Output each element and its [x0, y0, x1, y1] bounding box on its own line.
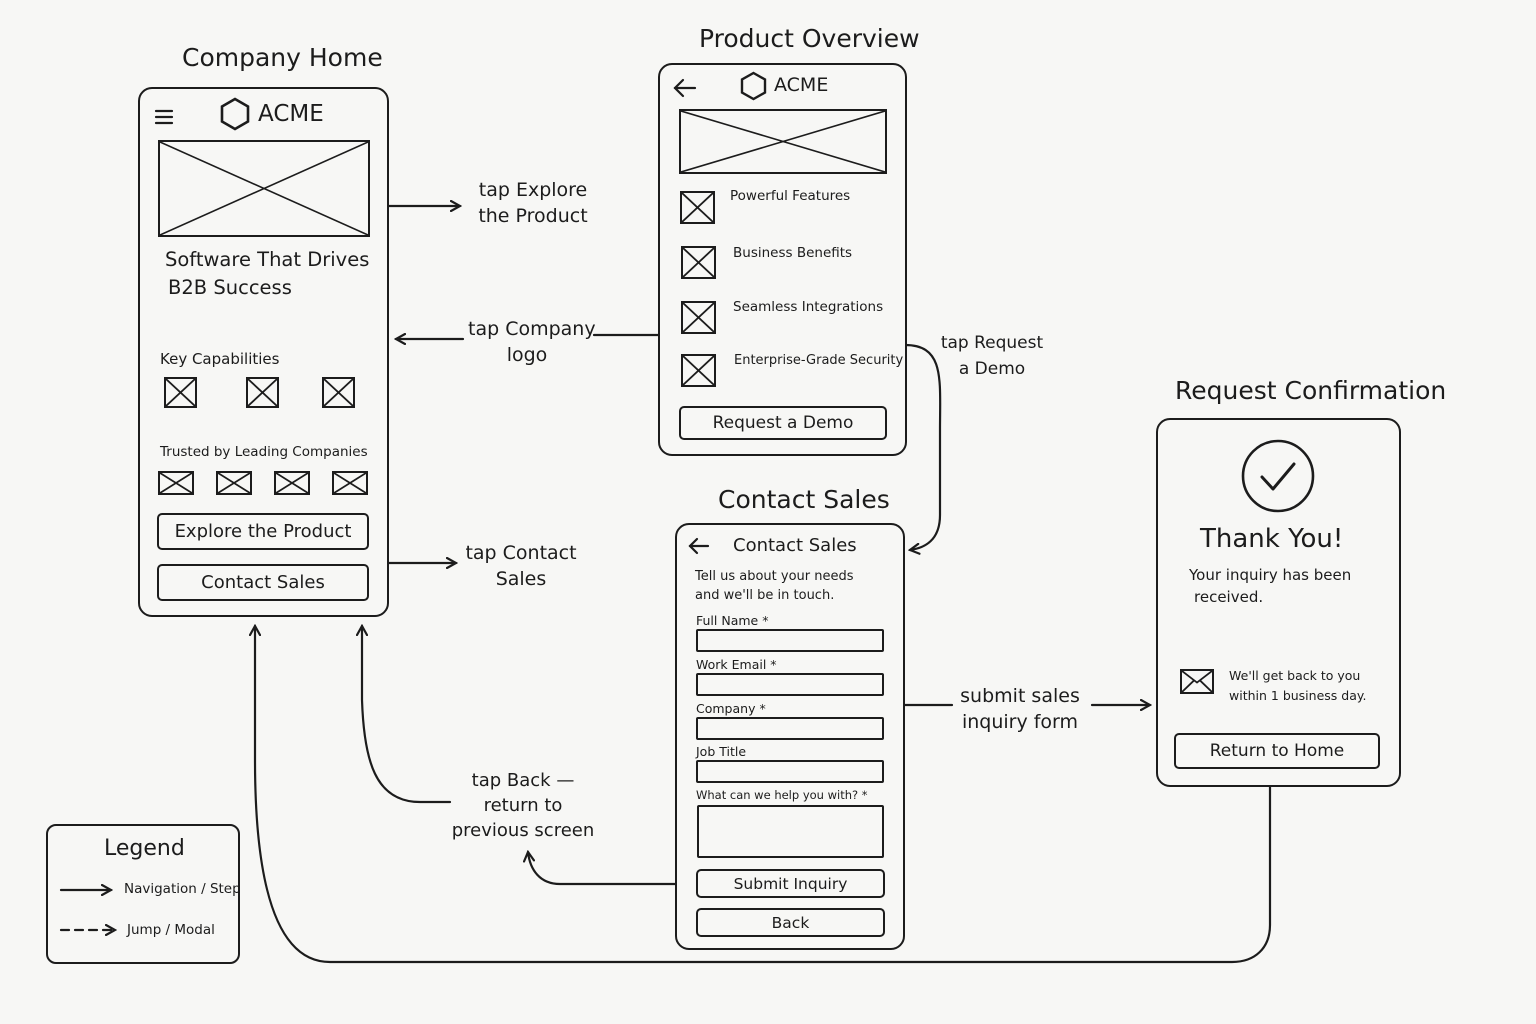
feature-item: Enterprise-Grade Security	[734, 353, 904, 368]
client-logo-placeholder	[158, 471, 194, 495]
full-name-label: Full Name *	[696, 613, 769, 628]
job-title-label: Job Title	[696, 744, 747, 759]
headline-line2: B2B Success	[168, 276, 292, 299]
contact-screen: Contact Sales Tell us about your needs a…	[675, 523, 905, 950]
hexagon-logo-icon[interactable]	[740, 71, 767, 101]
confirmation-message-line2: received.	[1194, 588, 1264, 606]
annotation-explore: tap Explore the Product	[478, 179, 588, 227]
work-email-label: Work Email *	[696, 657, 777, 672]
annotation-request-demo: tap Request a Demo	[940, 333, 1044, 379]
line-back-from-form	[528, 852, 678, 886]
work-email-input[interactable]	[696, 673, 884, 696]
explore-product-button[interactable]: Explore the Product	[157, 513, 369, 550]
followup-line2: within 1 business day.	[1229, 688, 1367, 703]
confirmation-message-line1: Your inquiry has been	[1189, 566, 1352, 584]
confirmation-screen: Thank You! Your inquiry has been receive…	[1156, 418, 1401, 787]
company-label: Company *	[696, 701, 766, 716]
brand-name[interactable]: ACME	[774, 74, 829, 96]
home-screen: ACME Software That Drives B2B Success Ke…	[138, 87, 389, 617]
job-title-input[interactable]	[696, 760, 884, 783]
followup-line1: We'll get back to you	[1229, 668, 1361, 683]
client-logo-placeholder	[332, 471, 368, 495]
screen-title-home: Company Home	[182, 43, 383, 72]
contact-header: Contact Sales	[733, 535, 857, 556]
back-arrow-icon[interactable]	[672, 77, 698, 99]
capability-icon-placeholder	[164, 377, 197, 408]
request-demo-button[interactable]: Request a Demo	[679, 406, 887, 440]
message-label: What can we help you with? *	[696, 788, 868, 802]
arrow-return-home	[255, 626, 1272, 964]
annotation-submit: submit sales inquiry form	[960, 685, 1080, 733]
hamburger-menu-icon[interactable]	[154, 108, 174, 126]
product-image-placeholder	[679, 109, 887, 174]
arrow-request-demo	[903, 343, 942, 550]
brand-name[interactable]: ACME	[258, 101, 324, 127]
back-arrow-icon[interactable]	[687, 536, 711, 556]
legend-box: Legend Navigation / Step Jump / Modal	[46, 824, 241, 964]
annotation-logo: tap Company logo	[468, 318, 596, 366]
hero-image-placeholder	[158, 140, 370, 237]
submit-inquiry-button[interactable]: Submit Inquiry	[696, 869, 885, 898]
thank-you-heading: Thank You!	[1200, 524, 1344, 554]
legend-dashed-label: Jump / Modal	[127, 922, 215, 938]
capabilities-heading: Key Capabilities	[160, 350, 280, 368]
full-name-input[interactable]	[696, 629, 884, 652]
feature-icon-placeholder	[681, 301, 716, 334]
intro-line2: and we'll be in touch.	[695, 588, 835, 603]
screen-title-product: Product Overview	[699, 24, 920, 53]
annotation-back: tap Back — return to previous screen	[451, 770, 595, 841]
trusted-heading: Trusted by Leading Companies	[160, 444, 368, 460]
legend-title: Legend	[104, 836, 185, 861]
client-logo-placeholder	[274, 471, 310, 495]
intro-line1: Tell us about your needs	[695, 569, 854, 584]
screen-title-confirmation: Request Confirmation	[1175, 376, 1447, 405]
company-input[interactable]	[696, 717, 884, 740]
feature-icon-placeholder	[681, 354, 716, 387]
feature-item: Seamless Integrations	[733, 299, 884, 315]
capability-icon-placeholder	[322, 377, 355, 408]
feature-icon-placeholder	[680, 191, 715, 224]
capability-icon-placeholder	[246, 377, 279, 408]
feature-item: Powerful Features	[730, 188, 851, 204]
legend-solid-label: Navigation / Step	[124, 881, 241, 897]
screen-title-contact: Contact Sales	[718, 485, 890, 514]
arrow-back-to-home	[362, 626, 452, 804]
client-logo-placeholder	[216, 471, 252, 495]
envelope-icon	[1180, 669, 1214, 694]
product-screen: ACME Powerful Features Business Benefits…	[658, 63, 907, 456]
feature-icon-placeholder	[681, 246, 716, 279]
contact-sales-button[interactable]: Contact Sales	[157, 564, 369, 601]
hexagon-logo-icon[interactable]	[220, 97, 250, 131]
message-textarea[interactable]	[697, 805, 884, 858]
feature-item: Business Benefits	[733, 245, 853, 261]
annotation-contact: tap Contact Sales	[465, 542, 577, 590]
headline-line1: Software That Drives	[165, 248, 370, 271]
checkmark-circle-icon	[1240, 438, 1316, 514]
back-button[interactable]: Back	[696, 908, 885, 937]
return-home-button[interactable]: Return to Home	[1174, 733, 1380, 769]
